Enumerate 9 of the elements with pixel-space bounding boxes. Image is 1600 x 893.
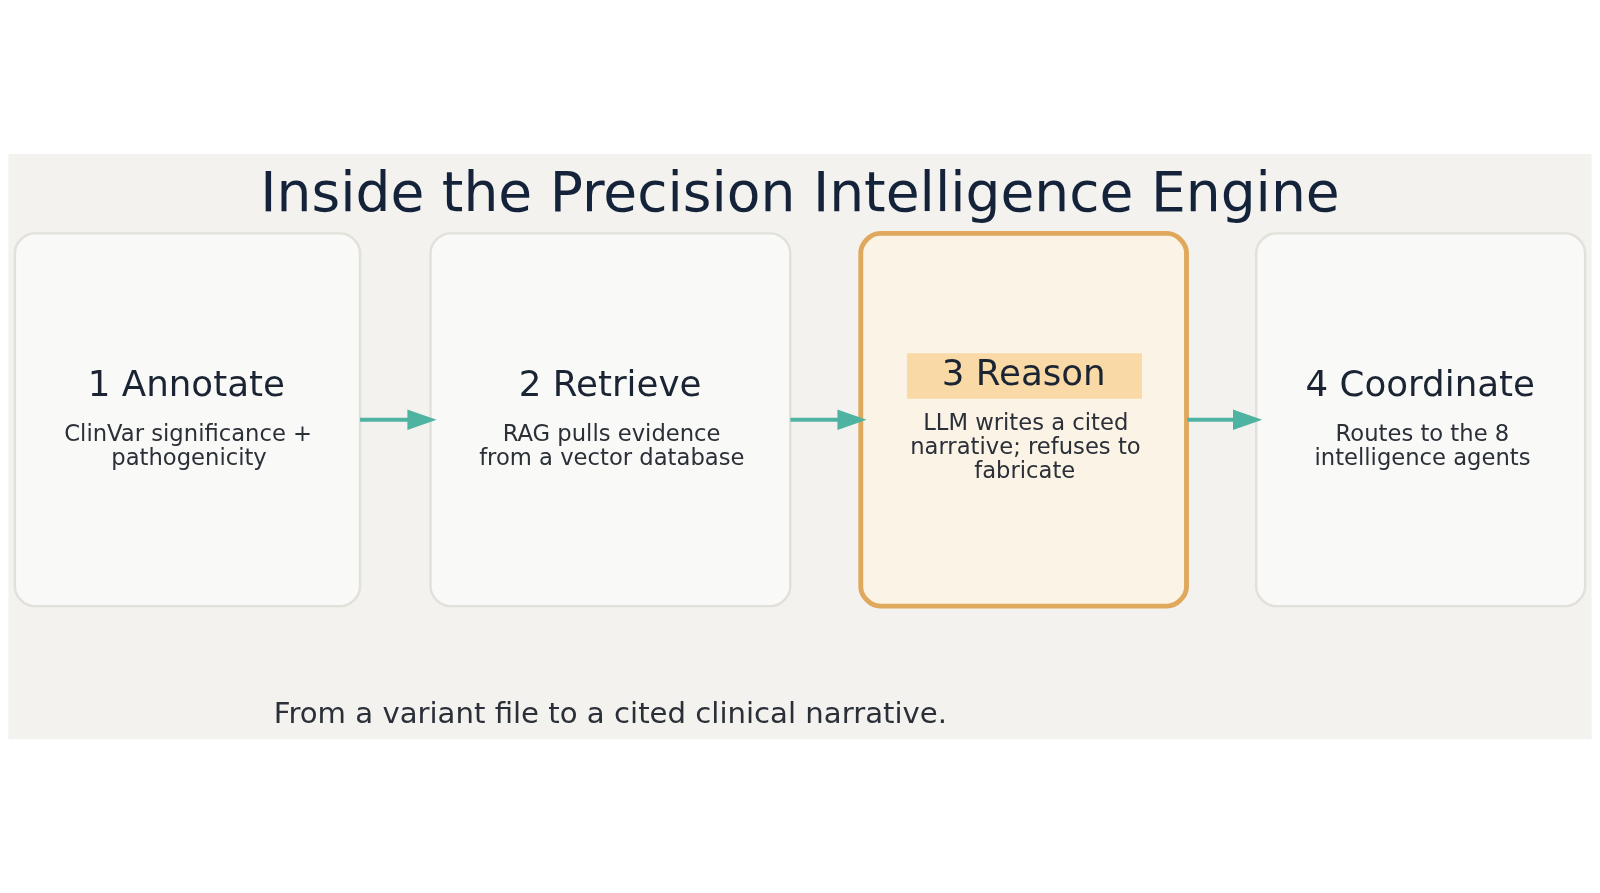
node-box: 1 Annotate ClinVar significance + pathogenicity <box>13 232 362 608</box>
diagram-title: Inside the Precision Intelligence Engine <box>260 160 1340 225</box>
node-box: 4 Coordinate Routes to the 8 intelligence agents <box>1254 232 1587 608</box>
node-box: 2 Retrieve RAG pulls evidence from a vector database <box>429 232 792 608</box>
caption: From a variant file to a cited clinical narrative. <box>273 696 948 731</box>
node-box: 3 Reason LLM writes a cited narrative; refuses to fabricate <box>858 230 1189 609</box>
arrow <box>790 409 867 430</box>
arrow <box>1187 409 1263 430</box>
arrow <box>360 409 437 430</box>
